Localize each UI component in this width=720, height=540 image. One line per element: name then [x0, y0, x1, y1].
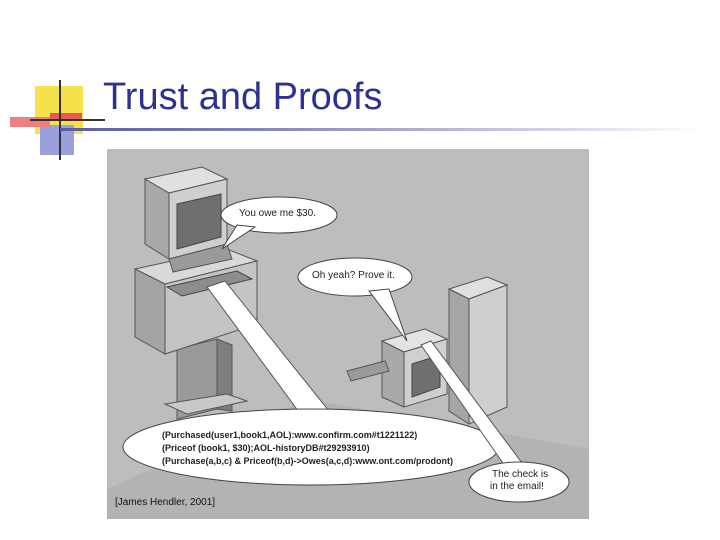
bubble-prove-text: Oh yeah? Prove it.: [312, 270, 395, 281]
bubble-owe-text: You owe me $30.: [239, 208, 316, 219]
corner-decoration: [10, 80, 105, 160]
proof-line-1: (Purchased(user1,book1,AOL):www.confirm.…: [162, 430, 418, 440]
title-divider: [60, 128, 700, 131]
proof-line-3: (Purchase(a,b,c) & Priceof(b,d)->Owes(a,…: [162, 456, 453, 466]
proof-line-2: (Priceof (book1, $30);AOL-historyDB#t292…: [162, 443, 370, 453]
bubble-check-line-1: The check is: [492, 469, 549, 480]
bubble-check-line-2: in the email!: [490, 481, 544, 492]
figure-caption: [James Hendler, 2001]: [115, 497, 216, 508]
trust-proof-illustration: You owe me $30. Oh yeah? Prove it. (Purc…: [107, 149, 589, 519]
slide-title: Trust and Proofs: [103, 76, 383, 118]
illustration-drawing: [107, 149, 589, 519]
